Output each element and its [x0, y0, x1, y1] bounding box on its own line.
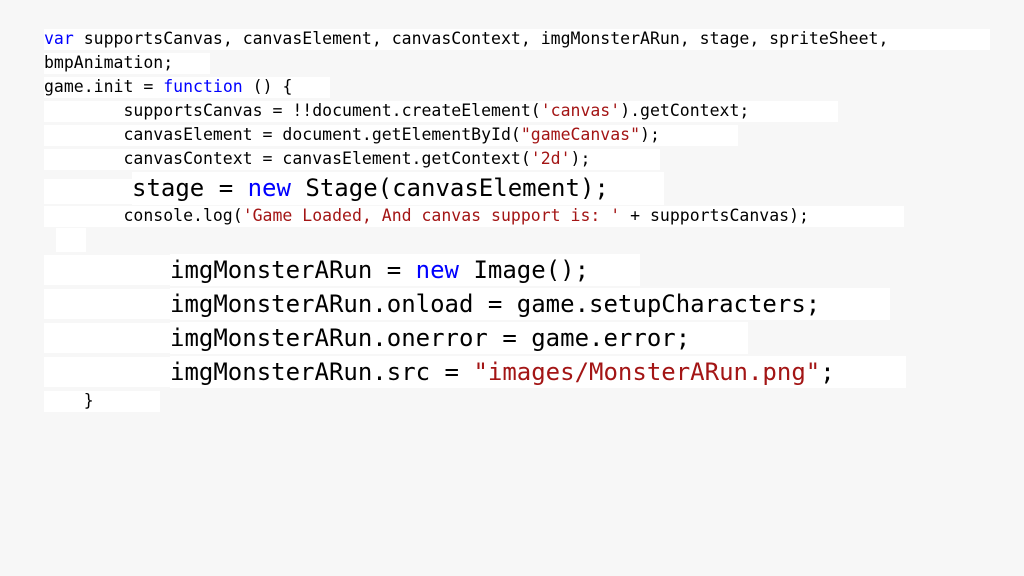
- code-text: supportsCanvas = !!document.createElemen…: [44, 101, 541, 120]
- code-text: + supportsCanvas);: [620, 206, 809, 225]
- code-text: ).getContext;: [620, 101, 750, 120]
- code-keyword: new: [415, 256, 459, 284]
- code-keyword: new: [247, 174, 291, 202]
- code-line-11-indent: [44, 289, 170, 319]
- code-text: Stage(canvasElement);: [290, 174, 609, 202]
- code-text: imgMonsterARun.onload = game.setupCharac…: [170, 290, 821, 318]
- code-line-12: imgMonsterARun.onerror = game.error;: [170, 322, 748, 354]
- code-text: }: [44, 391, 94, 410]
- code-line-11: imgMonsterARun.onload = game.setupCharac…: [170, 288, 890, 320]
- code-text: canvasContext = canvasElement.getContext…: [44, 149, 531, 168]
- code-line-7: stage = new Stage(canvasElement);: [132, 172, 664, 205]
- code-text: canvasElement = document.getElementById(: [44, 125, 521, 144]
- code-line-1: var supportsCanvas, canvasElement, canva…: [44, 29, 990, 50]
- code-line-13: imgMonsterARun.src = "images/MonsterARun…: [170, 356, 906, 388]
- code-text: imgMonsterARun =: [170, 256, 416, 284]
- code-line-14: }: [44, 391, 160, 412]
- code-line-13-indent: [44, 357, 170, 387]
- code-keyword: function: [163, 77, 243, 96]
- code-text: );: [570, 149, 591, 168]
- code-string: "images/MonsterARun.png": [473, 358, 821, 386]
- code-text: console.log(: [44, 206, 243, 225]
- code-string: 'Game Loaded, And canvas support is: ': [242, 206, 621, 225]
- code-text: ;: [820, 358, 835, 386]
- code-line-5: canvasElement = document.getElementById(…: [44, 125, 738, 146]
- code-line-6: canvasContext = canvasElement.getContext…: [44, 149, 660, 170]
- code-text: imgMonsterARun.src =: [170, 358, 474, 386]
- code-text: supportsCanvas, canvasElement, canvasCon…: [73, 29, 899, 48]
- code-line-3: game.init = function () {: [44, 77, 330, 98]
- code-text: imgMonsterARun.onerror = game.error;: [170, 324, 691, 352]
- code-keyword: var: [44, 29, 74, 48]
- code-string: "gameCanvas": [520, 125, 641, 144]
- code-line-8: console.log('Game Loaded, And canvas sup…: [44, 206, 904, 227]
- code-string: '2d': [530, 149, 571, 168]
- code-text: () {: [242, 77, 293, 96]
- code-text: [56, 228, 66, 247]
- code-line-2: bmpAnimation;: [44, 53, 210, 74]
- code-string: 'canvas': [540, 101, 621, 120]
- code-text: game.init =: [44, 77, 164, 96]
- code-text: bmpAnimation;: [44, 53, 174, 72]
- code-line-10: imgMonsterARun = new Image();: [170, 254, 640, 286]
- code-line-9: [56, 228, 86, 252]
- code-line-4: supportsCanvas = !!document.createElemen…: [44, 101, 838, 122]
- code-line-10-indent: [44, 255, 170, 285]
- code-text: stage =: [132, 174, 248, 202]
- code-text: );: [640, 125, 660, 144]
- code-line-7-indent: [44, 179, 132, 204]
- code-text: Image();: [459, 256, 590, 284]
- code-line-12-indent: [44, 323, 170, 353]
